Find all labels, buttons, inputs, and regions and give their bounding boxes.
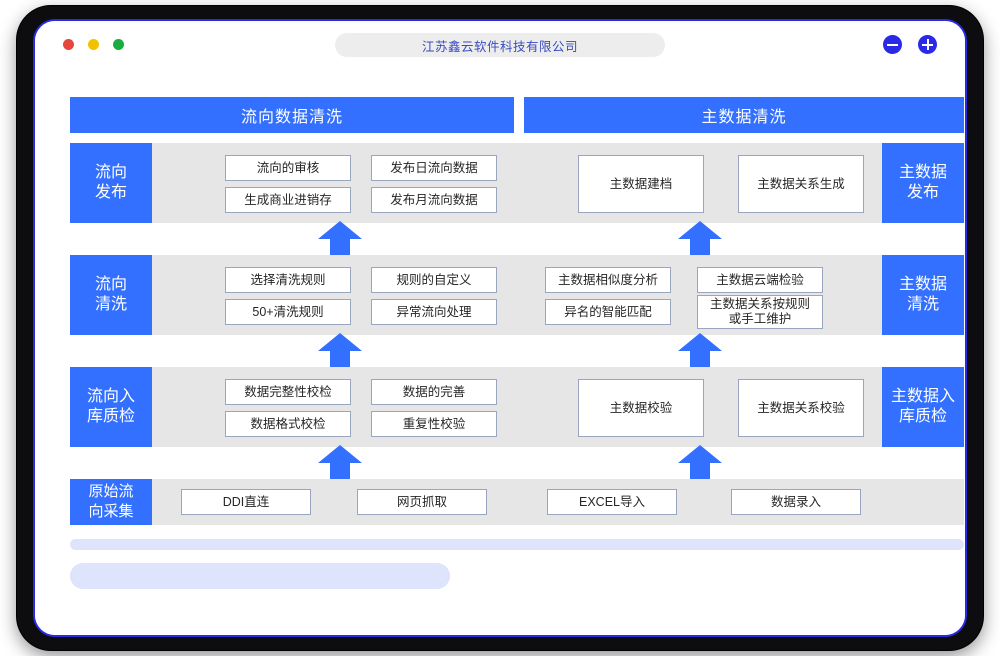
device-bezel: 江苏鑫云软件科技有限公司 流向数据清洗 主数据清洗 流向 发布 主数据 发布 流…	[17, 6, 983, 650]
box-abnormal-flow-handling[interactable]: 异常流向处理	[371, 299, 497, 325]
box-publish-daily-flow[interactable]: 发布日流向数据	[371, 155, 497, 181]
plus-button-icon[interactable]	[918, 35, 937, 54]
box-excel-import[interactable]: EXCEL导入	[547, 489, 677, 515]
box-flow-review[interactable]: 流向的审核	[225, 155, 351, 181]
box-data-enrichment[interactable]: 数据的完善	[371, 379, 497, 405]
window-title: 江苏鑫云软件科技有限公司	[335, 33, 665, 57]
box-web-scraping[interactable]: 网页抓取	[357, 489, 487, 515]
box-master-relation-verify[interactable]: 主数据关系校验	[738, 379, 864, 437]
placeholder-bar-long	[70, 539, 964, 550]
diagram-canvas: 流向数据清洗 主数据清洗 流向 发布 主数据 发布 流向 清洗 主数据 清洗 流…	[35, 69, 965, 635]
placeholder-bar-short	[70, 563, 450, 589]
box-data-integrity-check[interactable]: 数据完整性校检	[225, 379, 351, 405]
flow-up-arrow-icon	[318, 333, 362, 367]
flow-up-arrow-icon	[318, 221, 362, 255]
box-master-data-verify[interactable]: 主数据校验	[578, 379, 704, 437]
flow-up-arrow-icon	[318, 445, 362, 479]
row-band-cleaning	[70, 255, 964, 335]
stage-label-master-quality-check: 主数据入 库质检	[882, 367, 964, 447]
stage-label-flow-quality-check: 流向入 库质检	[70, 367, 152, 447]
box-duplicate-check[interactable]: 重复性校验	[371, 411, 497, 437]
box-generate-commerce-inv[interactable]: 生成商业进销存	[225, 187, 351, 213]
flow-up-arrow-icon	[678, 333, 722, 367]
header-flow-data-cleaning: 流向数据清洗	[70, 97, 514, 133]
stage-label-raw-flow-collection: 原始流 向采集	[70, 479, 152, 525]
stage-label-flow-publish: 流向 发布	[70, 143, 152, 223]
flow-up-arrow-icon	[678, 221, 722, 255]
header-master-data-cleaning: 主数据清洗	[524, 97, 964, 133]
flow-up-arrow-icon	[678, 445, 722, 479]
minus-button-icon[interactable]	[883, 35, 902, 54]
app-window: 江苏鑫云软件科技有限公司 流向数据清洗 主数据清洗 流向 发布 主数据 发布 流…	[33, 19, 967, 637]
minimize-dot-icon[interactable]	[88, 39, 99, 50]
box-master-relation-maintain[interactable]: 主数据关系按规则 或手工维护	[697, 295, 823, 329]
close-dot-icon[interactable]	[63, 39, 74, 50]
window-title-bar: 江苏鑫云软件科技有限公司	[35, 21, 965, 69]
stage-label-master-publish: 主数据 发布	[882, 143, 964, 223]
box-master-data-filing[interactable]: 主数据建档	[578, 155, 704, 213]
box-master-relation-gen[interactable]: 主数据关系生成	[738, 155, 864, 213]
box-alias-smart-match[interactable]: 异名的智能匹配	[545, 299, 671, 325]
box-publish-monthly-flow[interactable]: 发布月流向数据	[371, 187, 497, 213]
box-master-similarity[interactable]: 主数据相似度分析	[545, 267, 671, 293]
box-select-clean-rule[interactable]: 选择清洗规则	[225, 267, 351, 293]
maximize-dot-icon[interactable]	[113, 39, 124, 50]
stage-label-flow-cleaning: 流向 清洗	[70, 255, 152, 335]
window-controls	[883, 35, 937, 54]
box-50-plus-clean-rules[interactable]: 50+清洗规则	[225, 299, 351, 325]
traffic-light-dots	[63, 39, 124, 50]
box-custom-rule[interactable]: 规则的自定义	[371, 267, 497, 293]
stage-label-master-cleaning: 主数据 清洗	[882, 255, 964, 335]
box-master-cloud-verify[interactable]: 主数据云端检验	[697, 267, 823, 293]
box-ddi-direct[interactable]: DDI直连	[181, 489, 311, 515]
box-data-format-check[interactable]: 数据格式校检	[225, 411, 351, 437]
box-data-entry[interactable]: 数据录入	[731, 489, 861, 515]
